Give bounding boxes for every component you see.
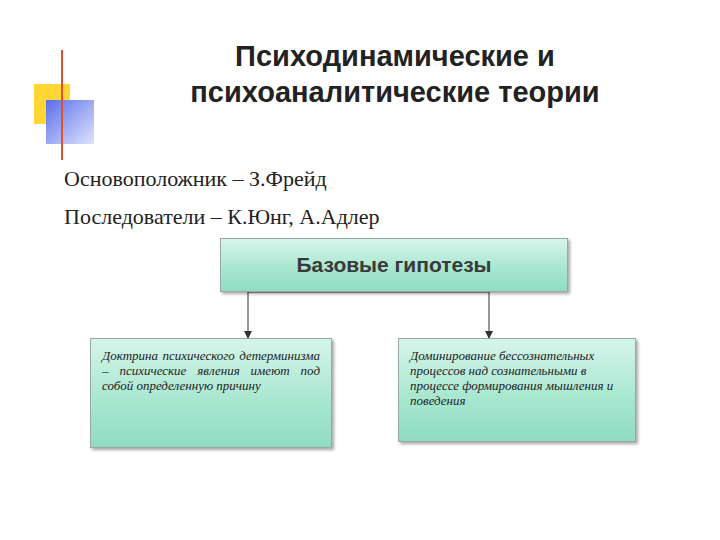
rule-line: [34, 140, 720, 142]
node-text: Доминирование бессознательных процессов …: [410, 348, 624, 408]
blue-square: [46, 100, 94, 144]
slide-title: Психодинамические и психоаналитические т…: [110, 38, 680, 110]
text-line: Последователи – К.Юнг, А.Адлер: [64, 204, 380, 230]
node-text: Доктрина психического детерминизма – пси…: [102, 348, 320, 393]
hypothesis-box: Доминирование бессознательных процессов …: [398, 338, 636, 442]
text-line: Основоположник – З.Фрейд: [64, 166, 327, 192]
arrow-connector: [489, 292, 490, 338]
node-text: Базовые гипотезы: [235, 253, 553, 277]
heading-box: Базовые гипотезы: [220, 238, 568, 292]
hypothesis-box: Доктрина психического детерминизма – пси…: [90, 338, 332, 448]
arrow-connector: [248, 292, 249, 338]
red-line: [61, 50, 63, 160]
